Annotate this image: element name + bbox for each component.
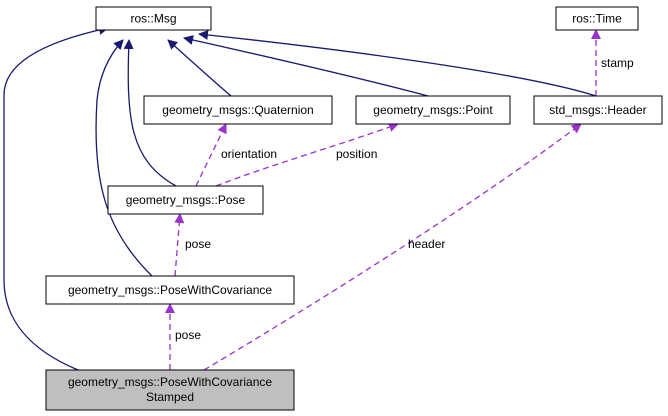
edge-label-position: position: [336, 147, 377, 161]
node-geometry-msgs-posewithcovariancestamped[interactable]: geometry_msgs::PoseWithCovariance Stampe…: [45, 369, 295, 411]
edge-pose-to-msg: [123, 39, 177, 187]
edge-quaternion-to-msg: [167, 39, 232, 97]
node-ros-time[interactable]: ros::Time: [555, 6, 639, 31]
edge-label-stamp: stamp: [601, 56, 634, 70]
node-geometry-msgs-pose[interactable]: geometry_msgs::Pose: [107, 185, 264, 215]
node-label: geometry_msgs::PoseWithCovariance: [68, 283, 272, 297]
edge-posecov-to-msg: [95, 39, 153, 277]
usage-edges: [165, 29, 601, 371]
node-ros-msg[interactable]: ros::Msg: [95, 6, 212, 31]
edge-labels: stamp orientation position pose header p…: [175, 56, 634, 342]
node-label: ros::Time: [572, 12, 622, 26]
edge-label-header: header: [408, 237, 445, 251]
node-std-msgs-header[interactable]: std_msgs::Header: [533, 95, 663, 125]
edge-pose-upper: [174, 213, 185, 277]
edge-orientation: [195, 123, 227, 187]
node-label: geometry_msgs::Point: [373, 103, 493, 117]
edge-label-pose-upper: pose: [185, 237, 211, 251]
node-label: ros::Msg: [130, 12, 176, 26]
node-label: std_msgs::Header: [549, 103, 646, 117]
edge-point-to-msg: [183, 35, 429, 97]
node-geometry-msgs-posewithcovariance[interactable]: geometry_msgs::PoseWithCovariance: [45, 275, 295, 305]
inheritance-edges: [3, 24, 597, 371]
node-label: geometry_msgs::Pose: [126, 193, 246, 207]
node-label: geometry_msgs::Quaternion: [162, 103, 313, 117]
node-label-line1: geometry_msgs::PoseWithCovariance: [68, 375, 272, 389]
node-geometry-msgs-point[interactable]: geometry_msgs::Point: [355, 95, 511, 125]
edge-posecovstamped-to-msg: [3, 24, 109, 371]
edge-label-orientation: orientation: [221, 147, 277, 161]
edge-position: [215, 122, 399, 187]
node-label-line2: Stamped: [146, 390, 194, 404]
edge-header-to-msg: [198, 29, 597, 97]
node-geometry-msgs-quaternion[interactable]: geometry_msgs::Quaternion: [143, 95, 333, 125]
edge-label-pose-lower: pose: [175, 328, 201, 342]
edge-header: [203, 123, 582, 371]
